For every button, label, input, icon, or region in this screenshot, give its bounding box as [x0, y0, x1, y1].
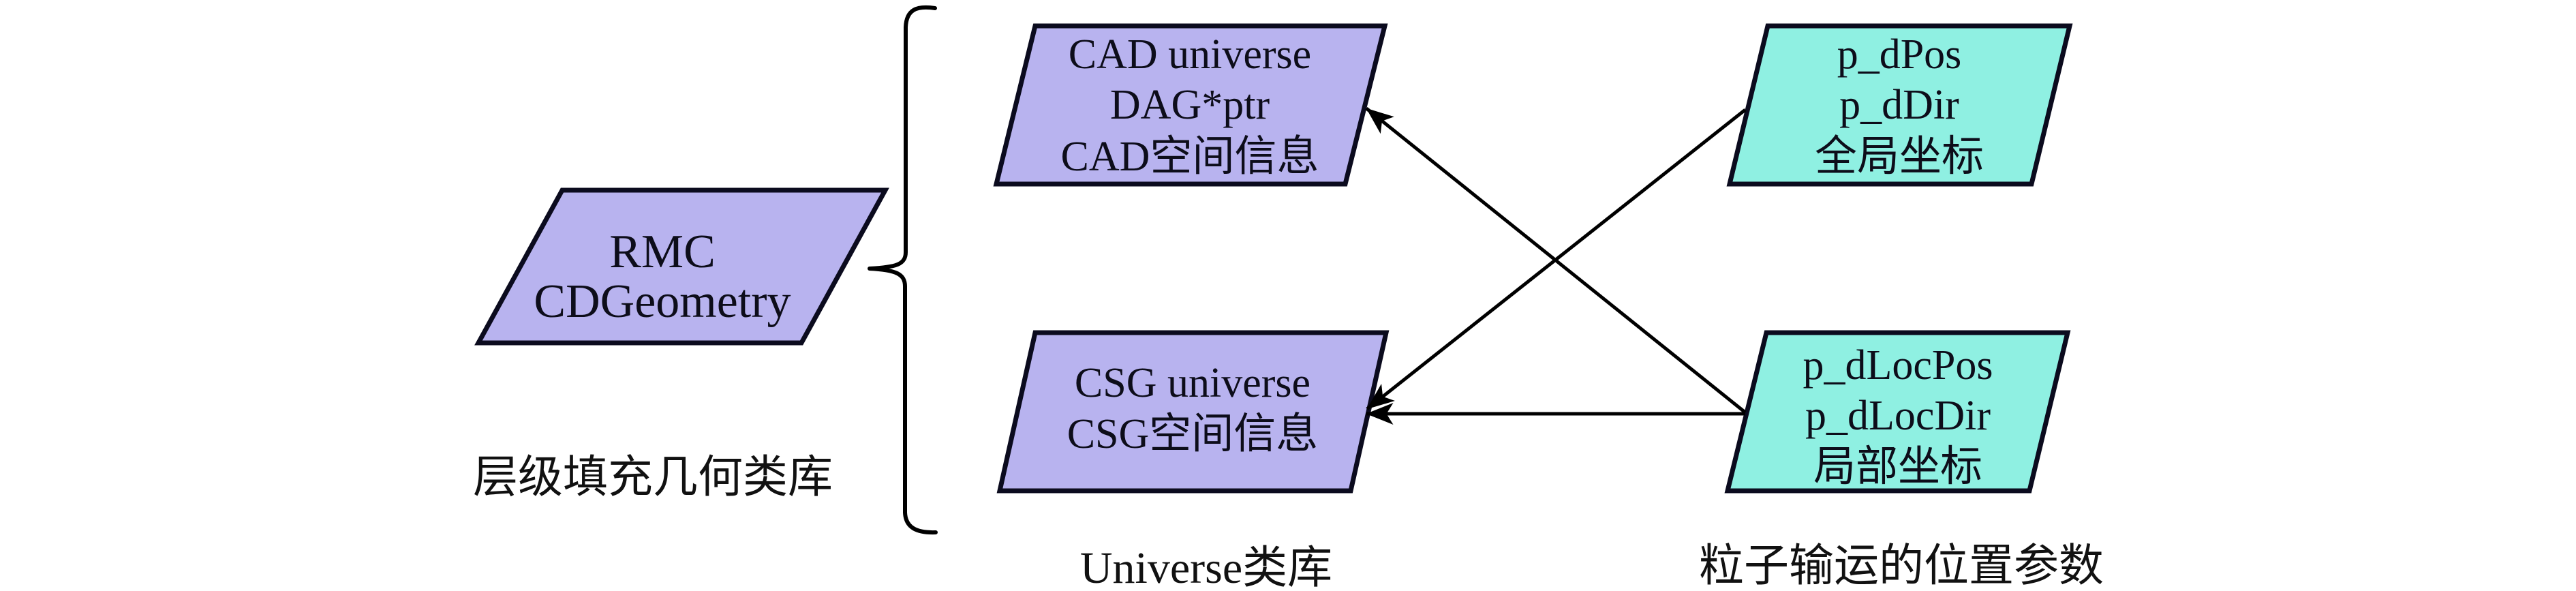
grouping-brace: [868, 5, 938, 535]
cad-universe-node-line-2: DAG*ptr: [1110, 82, 1270, 128]
local-coords-node-line-3: 局部坐标: [1813, 444, 1982, 490]
transport-params-caption: 粒子输运的位置参数: [1699, 541, 2104, 591]
global-coords-node-line-3: 全局坐标: [1815, 134, 1984, 180]
rmc-node-shape: [474, 187, 889, 346]
rmc-node-line-1: RMC: [609, 226, 716, 278]
cad-universe-node-line-3: CAD空间信息: [1061, 134, 1319, 180]
node-cad-universe: CAD universe DAG*ptr CAD空间信息: [993, 23, 1388, 187]
node-csg-universe: CSG universe CSG空间信息: [996, 330, 1390, 494]
global-coords-node-line-1: p_dPos: [1837, 31, 1962, 78]
node-rmc-cdgeometry: RMC CDGeometry: [474, 187, 889, 346]
universe-library-caption: Universe类库: [1080, 543, 1332, 591]
node-local-coordinates: p_dLocPos p_dLocDir 局部坐标: [1724, 330, 2071, 494]
local-coords-node-shape: [1724, 330, 2071, 494]
global-coords-node-shape: [1726, 23, 2073, 187]
csg-universe-node-line-1: CSG universe: [1075, 360, 1310, 406]
csg-universe-node-shape: [996, 330, 1390, 494]
local-coords-node-line-2: p_dLocDir: [1805, 393, 1991, 439]
cad-universe-node-shape: [993, 23, 1388, 187]
csg-universe-node-line-2: CSG空间信息: [1067, 411, 1319, 457]
rmc-node-line-2: CDGeometry: [534, 275, 791, 328]
cad-universe-node-line-1: CAD universe: [1069, 31, 1311, 78]
geometry-library-caption: 层级填充几何类库: [473, 453, 833, 502]
edge-local-to-cad: [1365, 107, 1747, 414]
node-global-coordinates: p_dPos p_dDir 全局坐标: [1726, 23, 2073, 187]
local-coords-node-line-1: p_dLocPos: [1803, 342, 1993, 389]
global-coords-node-line-2: p_dDir: [1839, 82, 1959, 128]
